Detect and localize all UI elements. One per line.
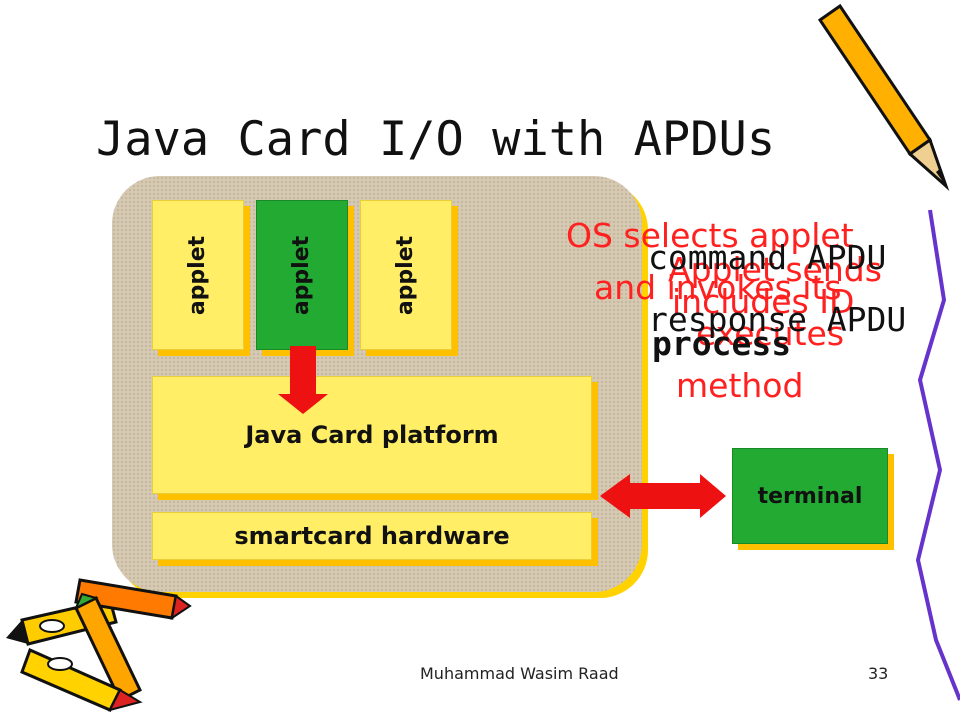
pencils-left-icon [6,578,192,712]
applet-box-selected: applet [256,200,348,350]
annotation-method: method [676,366,804,405]
smartcard-hardware-box: smartcard hardware [152,512,592,560]
terminal-box: terminal [732,448,888,544]
footer-page-number: 33 [868,664,889,683]
applet-label-3: applet [393,235,419,315]
annotation-command-apdu: command APDU [648,238,887,277]
annotation-process: process [652,324,792,363]
footer-author: Muhammad Wasim Raad [420,664,619,683]
terminal-label: terminal [757,483,863,509]
pencil-right-icon [817,3,960,701]
annotation-response-apdu: response APDU [648,300,907,339]
hardware-label: smartcard hardware [234,522,510,550]
annotation-applet-sends: Applet sends [668,250,882,289]
applet-box-3: applet [360,200,452,350]
annotation-includes-id: includes ID [672,282,855,321]
applet-label-1: applet [185,235,211,315]
annotation-os-selects: OS selects applet [566,216,854,255]
annotation-executes: executes [696,314,845,353]
slide-title: Java Card I/O with APDUs [96,112,776,167]
applet-label-2: applet [289,235,315,315]
applet-box-1: applet [152,200,244,350]
platform-label: Java Card platform [245,421,499,449]
annotation-and-invokes: and invokes its [594,268,842,307]
java-card-platform-box: Java Card platform [152,376,592,494]
